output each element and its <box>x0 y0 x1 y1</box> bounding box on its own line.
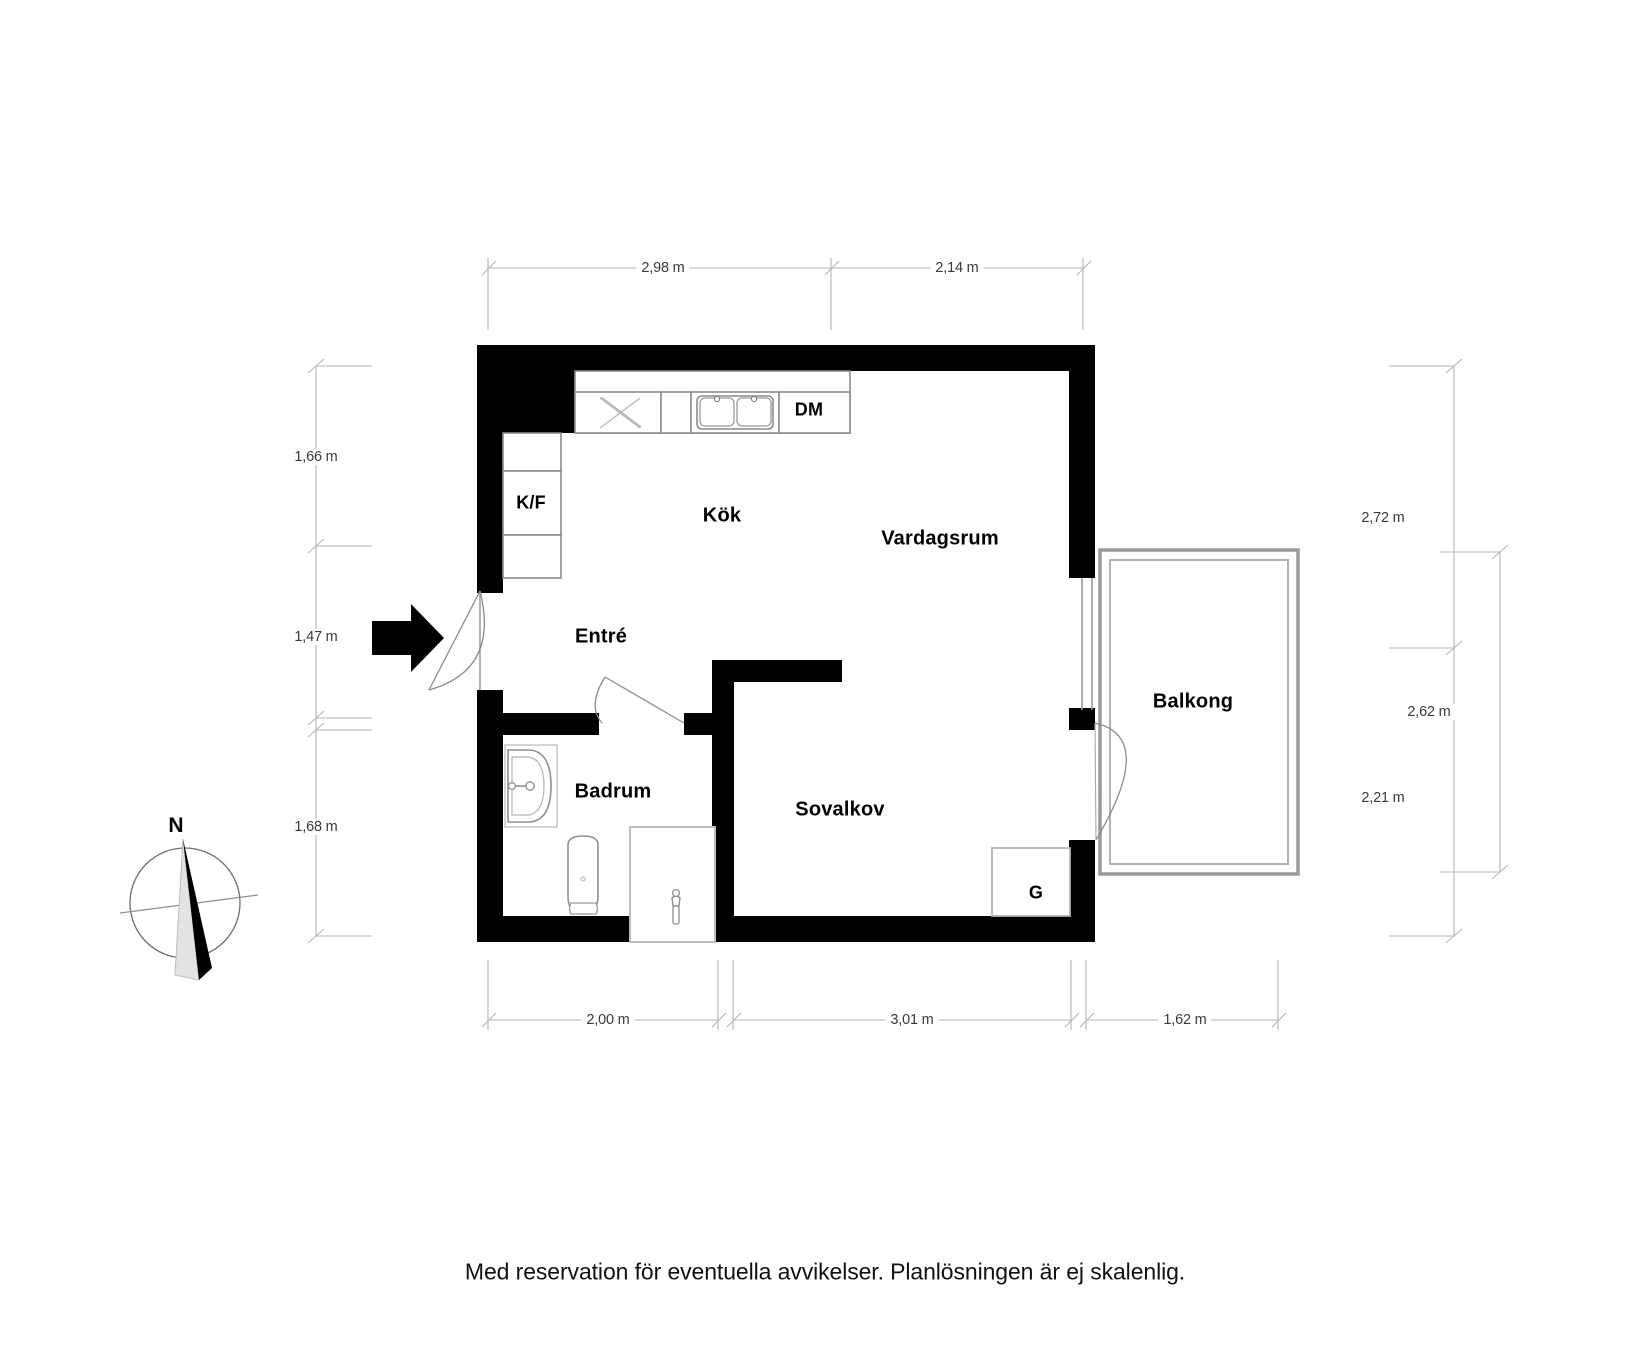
dimension-top-2: 2,14 m <box>930 260 984 276</box>
dimension-lines-left <box>307 358 372 944</box>
apartment-walls <box>477 345 1095 942</box>
dimension-left-2: 1,47 m <box>289 629 343 645</box>
dimension-bottom-3: 1,62 m <box>1158 1012 1212 1028</box>
compass-rose <box>119 838 259 981</box>
kitchen-fixtures <box>502 370 851 579</box>
dimension-lines-top <box>481 258 1092 330</box>
entry-arrow-icon <box>372 604 444 672</box>
disclaimer-caption: Med reservation för eventuella avvikelse… <box>464 1258 1186 1285</box>
balcony-structure <box>1098 548 1300 876</box>
compass-north-label: N <box>168 814 184 837</box>
dimension-left-3: 1,68 m <box>289 819 343 835</box>
dimension-bottom-2: 3,01 m <box>885 1012 939 1028</box>
room-label-balkong: Balkong <box>1152 690 1234 713</box>
room-label-kok: Kök <box>702 504 742 527</box>
dimension-lines-right-inner <box>1389 358 1463 944</box>
room-label-badrum: Badrum <box>574 780 652 803</box>
dimension-right-inner-1: 2,72 m <box>1356 510 1410 526</box>
door-swings <box>428 578 1127 841</box>
dimension-bottom-1: 2,00 m <box>581 1012 635 1028</box>
dimension-lines-right-outer <box>1440 544 1509 880</box>
dimension-right-outer-1: 2,62 m <box>1402 704 1456 720</box>
fixture-label-dm: DM <box>794 399 824 420</box>
closet-g <box>991 847 1071 917</box>
dimension-top-1: 2,98 m <box>636 260 690 276</box>
dimension-left-1: 1,66 m <box>289 449 343 465</box>
bathroom-fixtures <box>504 744 716 943</box>
room-label-sovalkov: Sovalkov <box>795 798 885 821</box>
room-label-entre: Entré <box>574 625 628 648</box>
fixture-label-kf: K/F <box>516 492 546 513</box>
room-label-vardagsrum: Vardagsrum <box>881 527 999 550</box>
fixture-label-g: G <box>1028 882 1044 903</box>
dimension-right-inner-2: 2,21 m <box>1356 790 1410 806</box>
